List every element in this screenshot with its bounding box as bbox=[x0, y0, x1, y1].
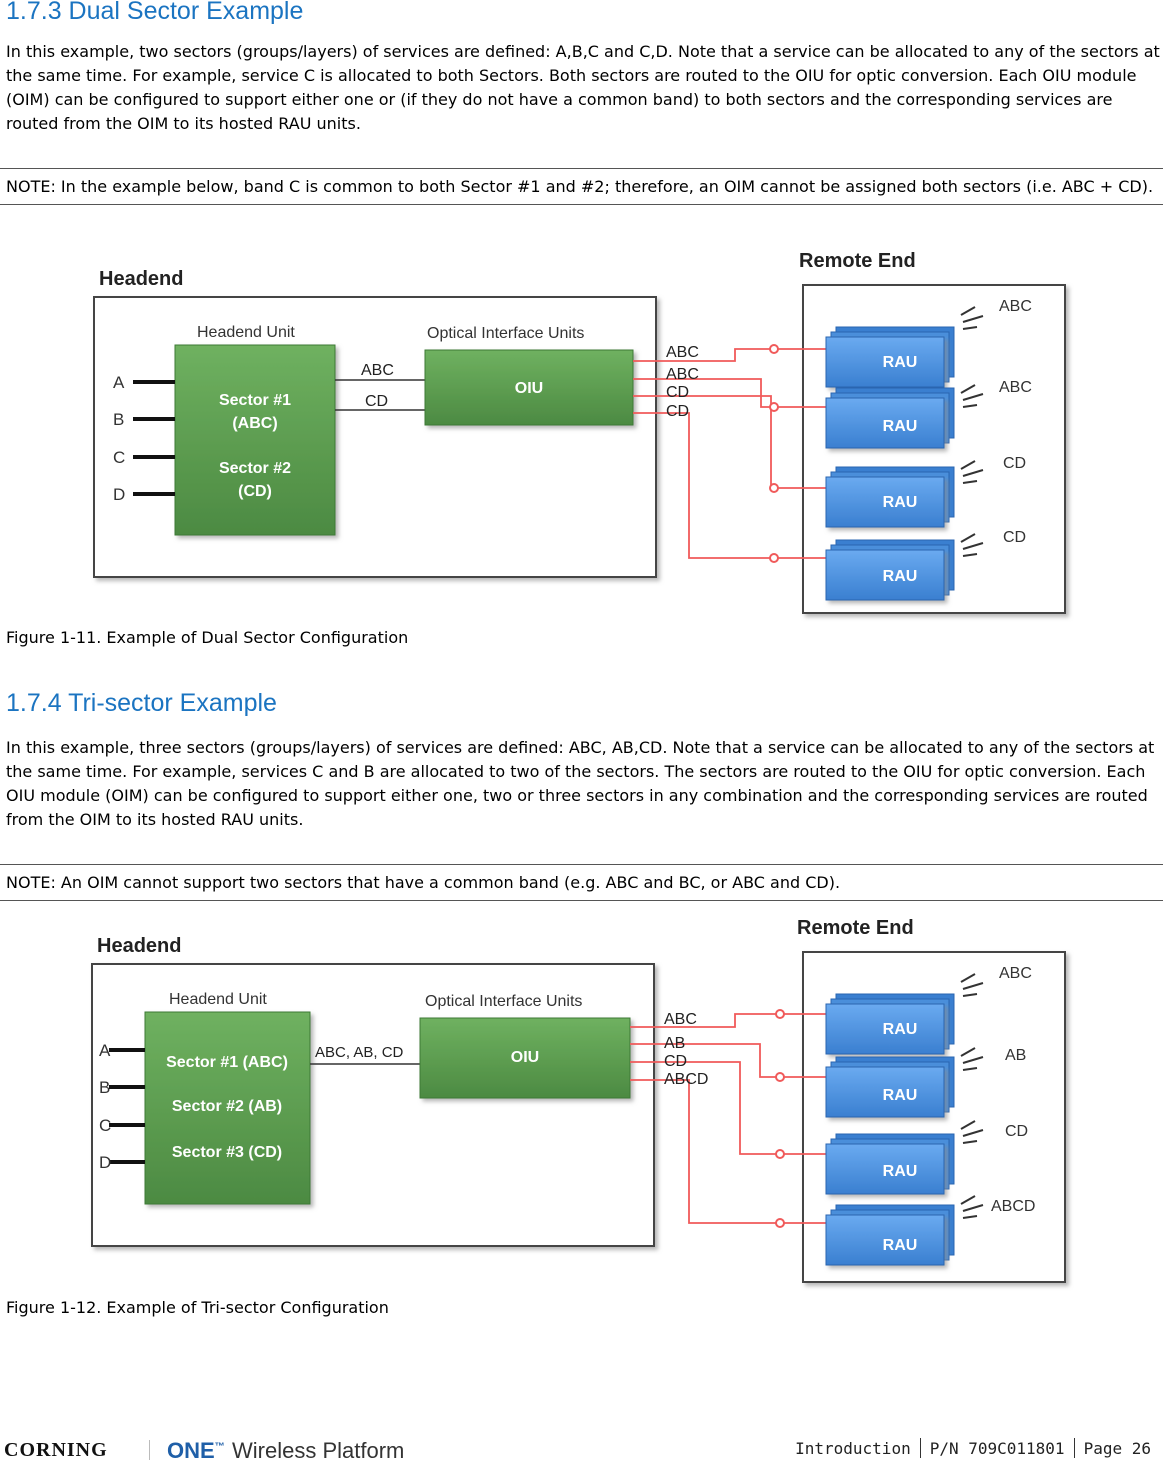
rau-4: RAU bbox=[825, 1204, 955, 1266]
link-label-cd: CD bbox=[365, 393, 388, 410]
sector-line-2: (ABC) bbox=[232, 415, 277, 432]
headend-unit-box bbox=[144, 1011, 311, 1205]
rau-service-4: CD bbox=[1003, 529, 1026, 546]
oiu-group-label: Optical Interface Units bbox=[427, 325, 584, 342]
dual-sector-diagram: Headend Remote End Headend Unit Sector #… bbox=[93, 250, 1066, 614]
section-paragraph-tri-sector: In this example, three sectors (groups/l… bbox=[6, 738, 1155, 829]
figure-caption-1: Figure 1-11. Example of Dual Sector Conf… bbox=[6, 628, 409, 647]
wireless-platform-logo: Wireless Platform bbox=[232, 1438, 405, 1463]
fiber-label-3: CD bbox=[664, 1053, 687, 1070]
rau-service-4: ABCD bbox=[991, 1198, 1035, 1215]
fiber-label-4: CD bbox=[666, 403, 689, 420]
remote-end-label: Remote End bbox=[797, 917, 914, 939]
sector-line-2: Sector #2 (AB) bbox=[172, 1098, 282, 1115]
oiu-box bbox=[419, 1017, 631, 1099]
figure-caption-2: Figure 1-12. Example of Tri-sector Confi… bbox=[6, 1298, 389, 1317]
fiber-label-2: ABC bbox=[666, 366, 699, 383]
rau-1: RAU bbox=[825, 993, 955, 1055]
rau-3: RAU bbox=[825, 1133, 955, 1195]
fiber-label-2: AB bbox=[664, 1035, 685, 1052]
note-dual-sector: NOTE: In the example below, band C is co… bbox=[0, 168, 1163, 205]
rau-label: RAU bbox=[883, 1087, 918, 1104]
rau-service-1: ABC bbox=[999, 298, 1032, 315]
oiu-group-label: Optical Interface Units bbox=[425, 993, 582, 1010]
note-tri-sector: NOTE: An OIM cannot support two sectors … bbox=[0, 864, 1163, 901]
rau-label: RAU bbox=[883, 1021, 918, 1038]
one-logo-text: ONE bbox=[167, 1438, 215, 1463]
link-label-abc: ABC bbox=[361, 362, 394, 379]
rau-label: RAU bbox=[883, 1163, 918, 1180]
fiber-label-3: CD bbox=[666, 384, 689, 401]
sector-line-1: Sector #1 bbox=[219, 392, 291, 409]
oiu-box bbox=[424, 349, 634, 426]
rau-label: RAU bbox=[883, 568, 918, 585]
oiu-box-label: OIU bbox=[511, 1049, 539, 1066]
rau-service-2: AB bbox=[1005, 1047, 1026, 1064]
section-heading-dual-sector: 1.7.3 Dual Sector Example bbox=[6, 0, 304, 25]
fiber-label-1: ABC bbox=[666, 344, 699, 361]
sector-line-3: Sector #2 bbox=[219, 460, 291, 477]
input-c: C bbox=[99, 1116, 111, 1135]
headend-label: Headend bbox=[99, 268, 183, 290]
rau-1: RAU bbox=[825, 326, 955, 388]
section-heading-tri-sector: 1.7.4 Tri-sector Example bbox=[6, 689, 277, 717]
input-b: B bbox=[113, 410, 124, 429]
remote-end-label: Remote End bbox=[799, 250, 916, 272]
link-label: ABC, AB, CD bbox=[315, 1044, 404, 1061]
sector-line-3: Sector #3 (CD) bbox=[172, 1144, 282, 1161]
section-paragraph-dual-sector: In this example, two sectors (groups/lay… bbox=[6, 42, 1160, 133]
footer-page-number: Page 26 bbox=[1083, 1438, 1151, 1458]
tri-sector-diagram: Headend Remote End Headend Unit Sector #… bbox=[91, 917, 1066, 1283]
trademark-sign: ™ bbox=[214, 1441, 225, 1453]
input-d: D bbox=[113, 485, 125, 504]
one-logo: ONE™ bbox=[167, 1438, 225, 1464]
antenna-icon bbox=[960, 306, 984, 557]
sector-line-4: (CD) bbox=[238, 483, 272, 500]
page-footer: CORNING ONE™ Wireless Platform Introduct… bbox=[0, 1436, 1163, 1464]
rau-4: RAU bbox=[825, 539, 955, 601]
footer-meta: Introduction P/N 709C011801 Page 26 bbox=[795, 1438, 1151, 1458]
footer-divider bbox=[919, 1438, 921, 1458]
headend-unit-box bbox=[174, 344, 336, 536]
input-a: A bbox=[99, 1041, 111, 1060]
rau-2: RAU bbox=[825, 387, 955, 449]
headend-label: Headend bbox=[97, 935, 181, 957]
rau-service-3: CD bbox=[1005, 1123, 1028, 1140]
rau-label: RAU bbox=[883, 418, 918, 435]
antenna-icon bbox=[960, 973, 984, 1219]
rau-label: RAU bbox=[883, 494, 918, 511]
rau-service-1: ABC bbox=[999, 965, 1032, 982]
fiber-label-1: ABC bbox=[664, 1011, 697, 1028]
input-b: B bbox=[99, 1078, 110, 1097]
input-a: A bbox=[113, 373, 125, 392]
rau-service-3: CD bbox=[1003, 455, 1026, 472]
logo-divider bbox=[149, 1440, 150, 1460]
fiber-label-4: ABCD bbox=[664, 1071, 708, 1088]
rau-2: RAU bbox=[825, 1056, 955, 1118]
headend-unit-label: Headend Unit bbox=[169, 991, 267, 1008]
headend-unit-label: Headend Unit bbox=[197, 324, 295, 341]
footer-part-number: P/N 709C011801 bbox=[929, 1438, 1065, 1458]
footer-section: Introduction bbox=[795, 1438, 911, 1458]
input-d: D bbox=[99, 1153, 111, 1172]
corning-logo: CORNING bbox=[4, 1439, 108, 1461]
rau-service-2: ABC bbox=[999, 379, 1032, 396]
oiu-box-label: OIU bbox=[515, 380, 543, 397]
rau-3: RAU bbox=[825, 466, 955, 528]
rau-label: RAU bbox=[883, 1237, 918, 1254]
sector-line-1: Sector #1 (ABC) bbox=[166, 1054, 288, 1071]
rau-label: RAU bbox=[883, 354, 918, 371]
input-c: C bbox=[113, 448, 125, 467]
footer-divider bbox=[1073, 1438, 1075, 1458]
